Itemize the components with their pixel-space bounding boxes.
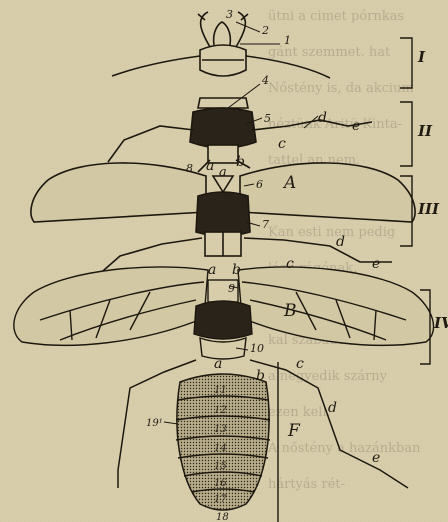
section-label: I — [417, 48, 426, 66]
bleed-line: gánt szemmet. hat — [268, 45, 391, 60]
bleed-line: Nőstény is, da akcium — [268, 81, 414, 96]
abdomen-segment-number: 11 — [214, 385, 227, 396]
leg-part-label: c — [296, 356, 304, 372]
callout-number: 3 — [226, 8, 233, 21]
abdomen-segment-number: 15 — [214, 461, 227, 472]
abdomen-segment-number: 14 — [214, 443, 227, 454]
bleed-line: ütni a cimet pórnkas — [268, 9, 404, 24]
leg-part-label: a — [214, 356, 222, 372]
leg-part-label: a — [206, 158, 214, 174]
leg-part-label: b — [236, 154, 245, 170]
part-label: F — [287, 421, 301, 441]
abdomen-segment-number: 13 — [214, 424, 227, 435]
bleed-line: a negyedik szárny — [268, 369, 388, 384]
callout-number: 10 — [250, 342, 264, 355]
abdomen-segment-number: 12 — [214, 405, 227, 416]
leg-part-label: d — [318, 110, 327, 126]
abdomen-callout: 19¹ — [146, 418, 163, 429]
part-label: B — [283, 301, 297, 321]
leg-part-label: d — [336, 234, 345, 250]
leg-part-label: a — [208, 262, 216, 278]
callout-number: 6 — [256, 178, 263, 191]
callout-number: 4 — [261, 74, 269, 87]
leg-part-label: e — [372, 450, 380, 466]
leg-part-label: e — [352, 118, 360, 134]
bleed-line: hártyás rét- — [268, 477, 345, 492]
leg-part-label: d — [328, 400, 337, 416]
bleed-line: Kan esti nem pedig — [268, 225, 395, 240]
callout-number: 1 — [284, 34, 291, 47]
leg-part-label: a — [219, 165, 227, 180]
section-label: IV — [433, 314, 448, 332]
leg-part-label: c — [278, 136, 286, 152]
callout-number: 2 — [261, 24, 269, 37]
abdomen-segment-number: 17 — [214, 494, 227, 505]
leg-part-label: e — [372, 256, 380, 272]
bleed-line: A nőstény a hazánkban — [267, 441, 421, 456]
callout-number: 9 — [228, 282, 235, 295]
metathorax-section — [14, 267, 434, 359]
callout-number: 5 — [264, 112, 271, 125]
abdomen-segment-number: 16 — [214, 478, 227, 489]
part-label: A — [282, 173, 296, 193]
leg-part-label: b — [232, 262, 241, 278]
callout-number: 8 — [186, 162, 193, 175]
leg-part-label: b — [256, 368, 265, 384]
callout-number: 7 — [262, 218, 269, 231]
leg-part-label: c — [286, 256, 294, 272]
abdomen-tip-number: 18 — [216, 512, 229, 522]
section-label: II — [417, 122, 433, 140]
bleed-line: néztünk Aritü Kinta- — [268, 117, 402, 132]
section-label: III — [417, 200, 440, 218]
